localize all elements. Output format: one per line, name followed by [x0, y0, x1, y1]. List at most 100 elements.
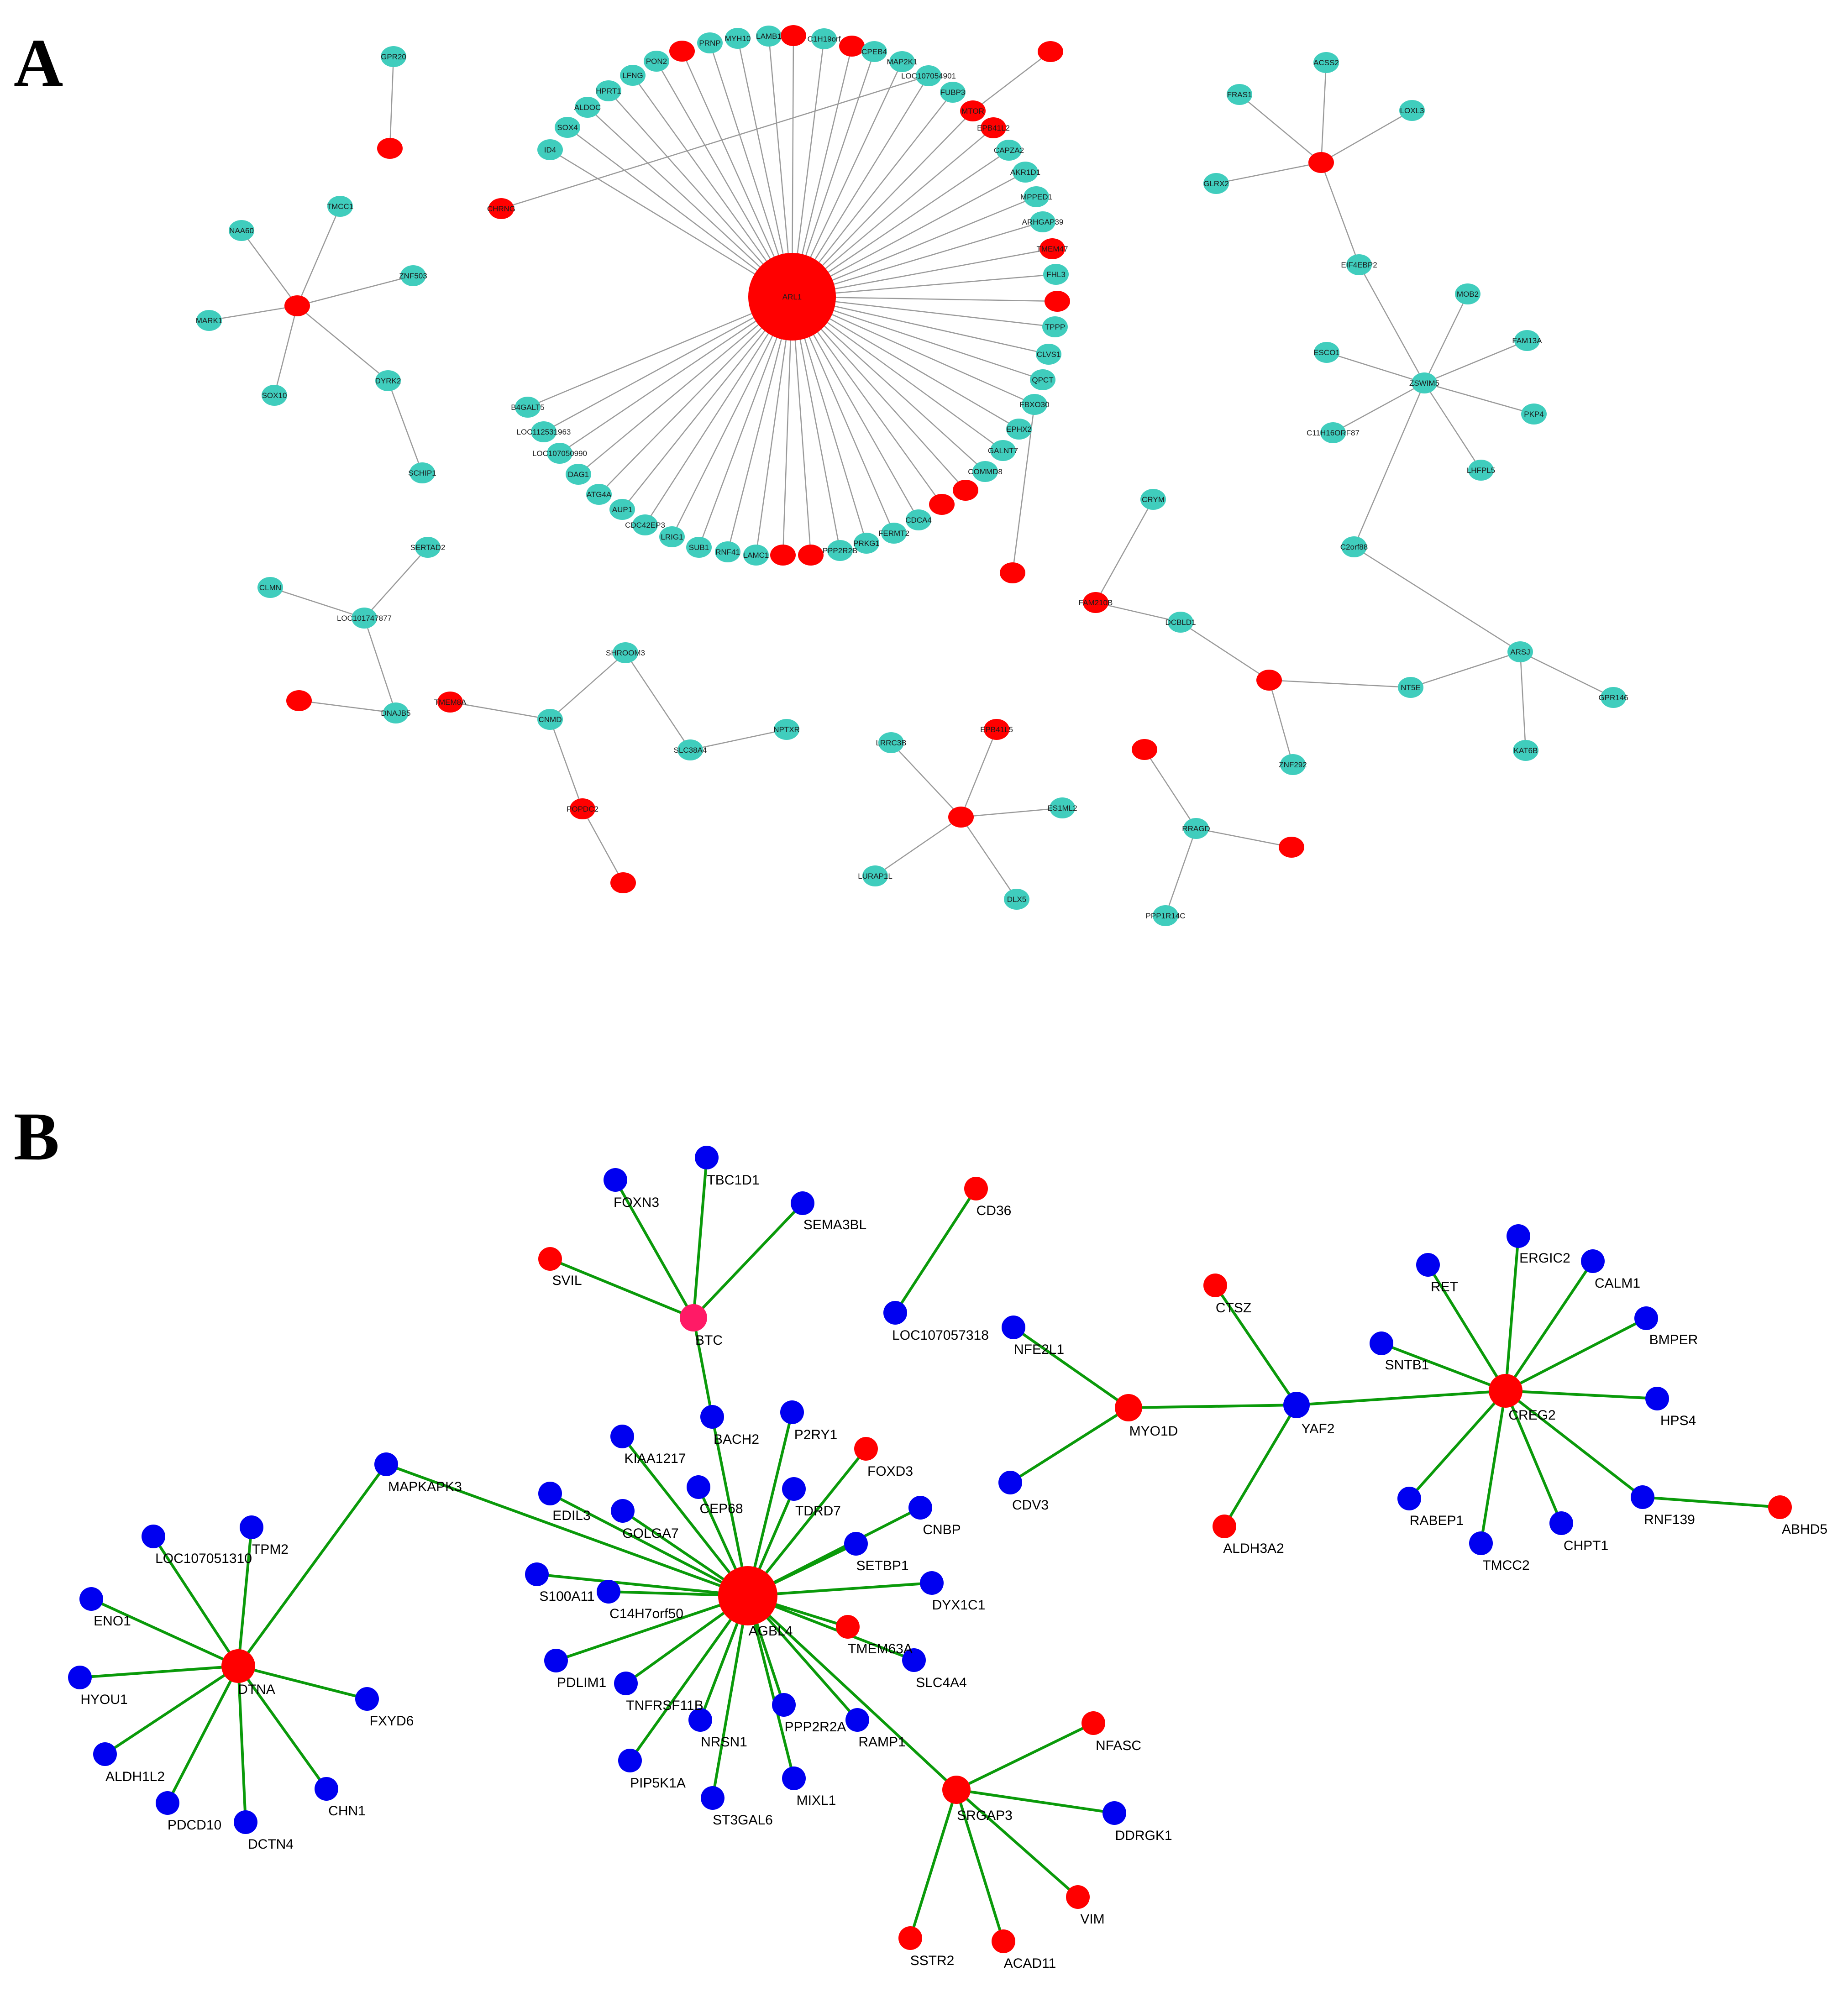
network-a-node-sub1	[686, 537, 712, 558]
network-b-edge	[1214, 1284, 1298, 1406]
network-b-edge	[909, 1789, 958, 1939]
network-b-node-btc-label: BTC	[695, 1333, 723, 1348]
network-a-node-a55	[1000, 562, 1025, 583]
network-a-node-dcbld1	[1168, 612, 1193, 633]
network-b-node-ddrgk1	[1102, 1801, 1126, 1825]
network-b-edge	[1296, 1389, 1506, 1406]
network-a-edge	[363, 618, 397, 713]
network-a-node-mark1	[196, 310, 222, 331]
network-a-edge	[625, 652, 691, 750]
network-a-edge	[587, 107, 793, 297]
network-a-edge	[559, 296, 793, 454]
network-a-node-pkp4	[1521, 404, 1547, 425]
network-a-node-c11h16orf87	[1320, 422, 1346, 443]
network-b-node-st3gal6	[701, 1786, 724, 1810]
network-a-edge	[450, 701, 551, 720]
network-a-edge	[1144, 749, 1197, 829]
network-a-node-tmem47-label: TMEM47	[1037, 245, 1068, 253]
network-a-node-popdc2-label: POPDC2	[567, 805, 598, 813]
network-b-node-tdrd7-label: TDRD7	[795, 1504, 841, 1519]
network-b-edge	[956, 1788, 1079, 1898]
network-b-node-pdcd10	[156, 1791, 179, 1815]
network-b-edge	[1505, 1389, 1658, 1400]
network-b-node-sntb1-label: SNTB1	[1385, 1358, 1429, 1373]
network-a-node-dag1-label: DAG1	[568, 470, 589, 479]
network-a-node-loc101747877	[352, 608, 377, 629]
network-b-edge	[1642, 1496, 1780, 1509]
network-a-node-arhgap39	[1030, 211, 1055, 232]
network-b-node-kiaa1217-label: KIAA1217	[624, 1451, 686, 1466]
network-a-node-lfng-label: LFNG	[622, 71, 643, 80]
network-b-node-rnf139	[1631, 1485, 1654, 1509]
network-a-node-eif4ebp2-label: EIF4EBP2	[1341, 261, 1377, 269]
network-a-node-fam13a-label: FAM13A	[1512, 336, 1542, 345]
network-b-node-bmper	[1634, 1306, 1658, 1330]
network-b-edge	[621, 1436, 749, 1597]
network-b-node-tdrd7	[782, 1477, 806, 1501]
network-a-edge	[389, 56, 394, 149]
network-b-edge	[1009, 1406, 1129, 1484]
network-b-node-aldh3a2-label: ALDH3A2	[1223, 1541, 1284, 1556]
network-b-node-nfe2l1	[1002, 1316, 1025, 1339]
network-a-node-tmem8a-label: TMEM8A	[434, 698, 467, 707]
network-b-node-ergic2-label: ERGIC2	[1519, 1251, 1570, 1266]
network-a-node-arhgap39-label: ARHGAP39	[1022, 218, 1064, 226]
network-a-edge	[792, 196, 1037, 298]
network-a-node-c1h19orf-label: C1H19orf	[808, 35, 841, 43]
network-a-node-dlx5-label: DLX5	[1007, 895, 1027, 904]
network-a-node-mtor	[960, 100, 986, 121]
network-a-node-c11h16orf87-label: C11H16ORF87	[1307, 429, 1360, 437]
network-a-node-znf292-label: ZNF292	[1279, 760, 1307, 769]
network-a-node-aup1-label: AUP1	[612, 505, 632, 514]
network-a-node-ephx2-label: EPHX2	[1006, 425, 1032, 434]
network-b-node-tpm2	[240, 1515, 263, 1539]
network-a-edge	[671, 296, 793, 537]
network-b-edge	[90, 1598, 239, 1667]
network-b-node-rabep1	[1397, 1487, 1421, 1510]
network-a-edge	[792, 248, 1053, 298]
network-a-node-c1h19orf	[811, 28, 837, 49]
network-a-node-glrx2	[1203, 173, 1229, 194]
network-a-node-galnt7-label: GALNT7	[988, 446, 1018, 455]
network-a-node-ephx2	[1006, 419, 1032, 440]
network-a-node-lurap1l-label: LURAP1L	[858, 872, 892, 881]
network-a-edge	[875, 816, 961, 877]
network-b-node-ctsz-label: CTSZ	[1216, 1300, 1251, 1316]
network-a-node-mpped1	[1024, 186, 1049, 207]
network-b-node-nfe2l1-label: NFE2L1	[1014, 1342, 1064, 1357]
network-a-node-prkg1-label: PRKG1	[853, 539, 880, 548]
network-a-node-chrng-label: CHRNG	[487, 204, 515, 213]
network-a-edge	[1353, 383, 1425, 547]
network-a-node-chrng	[488, 198, 514, 219]
network-b-node-dctn4-label: DCTN4	[248, 1837, 294, 1852]
network-a-node-a53	[1038, 41, 1063, 62]
network-a-node-esco1-label: ESCO1	[1313, 348, 1340, 357]
network-b-edge	[1408, 1390, 1507, 1499]
network-b-edge	[629, 1595, 749, 1761]
network-a-node-loc107050990-label: LOC107050990	[532, 449, 587, 458]
network-b-node-slc4a4	[902, 1648, 926, 1672]
network-a-node-dyrk2-label: DYRK2	[375, 377, 401, 385]
network-a-node-a57	[377, 138, 403, 159]
network-b-edge	[238, 1665, 368, 1700]
network-b-node-acad11-label: ACAD11	[1004, 1956, 1056, 1971]
network-a-edge	[241, 230, 298, 306]
network-a-node-cpeb4-label: CPEB4	[861, 47, 887, 56]
network-b-node-cd36	[964, 1177, 988, 1200]
network-a-node-myh10	[725, 28, 751, 49]
network-b-node-myo1d	[1115, 1394, 1142, 1421]
network-a-node-pkp4-label: PKP4	[1524, 410, 1544, 419]
network-a-node-arl1-label: ARL1	[782, 293, 802, 301]
network-b-edge	[955, 1789, 1005, 1942]
network-b-node-tbc1d1-label: TBC1D1	[707, 1173, 759, 1188]
network-a-edge	[690, 729, 787, 751]
network-a-node-cdc42ep3	[632, 514, 658, 535]
network-a-node-qpct-label: QPCT	[1032, 376, 1053, 384]
network-a-node-gpr146-label: GPR146	[1598, 693, 1628, 702]
network-a-edge	[1216, 162, 1322, 184]
network-a-node-sox4-label: SOX4	[557, 123, 578, 132]
network-a-node-naa60-label: NAA60	[229, 226, 254, 235]
network-b-edge	[1505, 1389, 1643, 1499]
network-b-node-mixl1-label: MIXL1	[797, 1793, 836, 1808]
network-a-node-loc101747877-label: LOC101747877	[337, 614, 392, 623]
